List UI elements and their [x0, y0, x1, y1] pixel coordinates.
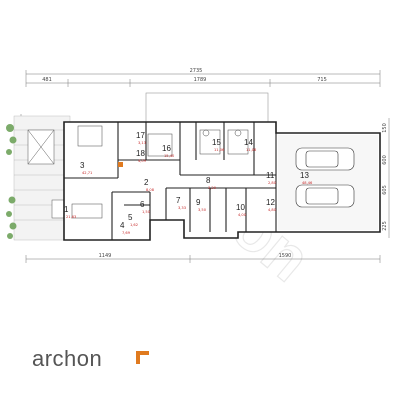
room-number: 6 — [140, 200, 145, 209]
room-area: 3,33 — [178, 206, 186, 210]
room-number: 12 — [266, 198, 275, 207]
room-area: 42,71 — [82, 171, 92, 175]
brand-logo-icon — [136, 351, 149, 364]
room-area: 8,08 — [146, 188, 155, 192]
room-area: 1,50 — [142, 210, 151, 214]
plants — [6, 124, 17, 239]
room-number: 5 — [128, 213, 133, 222]
room-number: 11 — [266, 171, 275, 180]
dim-bottom-right: 1590 — [279, 253, 292, 259]
room-number: 7 — [176, 196, 181, 205]
dim-overall-top: 2735 — [190, 68, 203, 74]
kitchen-accent — [118, 162, 123, 167]
furniture — [71, 125, 249, 219]
room-number: 2 — [144, 178, 149, 187]
room-area: 11,06 — [246, 148, 257, 152]
room-area: 4,80 — [268, 208, 277, 212]
interior-walls — [64, 122, 277, 240]
room-number: 14 — [244, 138, 253, 147]
room-area: 2,80 — [268, 181, 277, 185]
room-number: 18 — [136, 149, 145, 158]
room-number: 9 — [196, 198, 201, 207]
room-area: 1,62 — [130, 223, 138, 227]
dim-segment-left: 481 — [42, 77, 52, 83]
room-number: 17 — [136, 131, 145, 140]
room-area: 4,00 — [238, 213, 247, 217]
dim-side-right-bottom: 225 — [382, 221, 388, 231]
room-area: 3,20 — [208, 186, 217, 190]
room-number: 4 — [120, 221, 125, 230]
room-area: 11,06 — [214, 148, 225, 152]
room-number: 16 — [162, 144, 171, 153]
room-area: 3,50 — [198, 208, 207, 212]
car-icon — [295, 147, 355, 208]
room-number: 15 — [212, 138, 221, 147]
dim-side-right-mid: 600 — [382, 155, 388, 165]
room-area: 48,46 — [302, 181, 313, 185]
room-area: 15,40 — [164, 154, 175, 158]
room-number: 1 — [64, 205, 69, 214]
room-number: 10 — [236, 203, 245, 212]
dim-segment-mid: 1789 — [194, 77, 207, 83]
dim-segment-right: 715 — [317, 77, 327, 83]
room-area: 3,13 — [138, 141, 146, 145]
room-area: 21,63 — [66, 215, 76, 219]
room-number: 13 — [300, 171, 309, 180]
brand-logo: archon — [32, 346, 103, 371]
room-labels: 121,6328,08342,7147,6951,6261,5073,3383,… — [64, 131, 313, 235]
dim-side-right-mid2: 605 — [382, 185, 388, 195]
room-number: 3 — [80, 161, 85, 170]
room-area: 7,69 — [122, 231, 131, 235]
room-area: 4,09 — [138, 159, 147, 163]
dim-bottom-left: 1149 — [99, 253, 112, 259]
dim-side-right-top: 150 — [382, 123, 388, 133]
room-number: 8 — [206, 176, 211, 185]
